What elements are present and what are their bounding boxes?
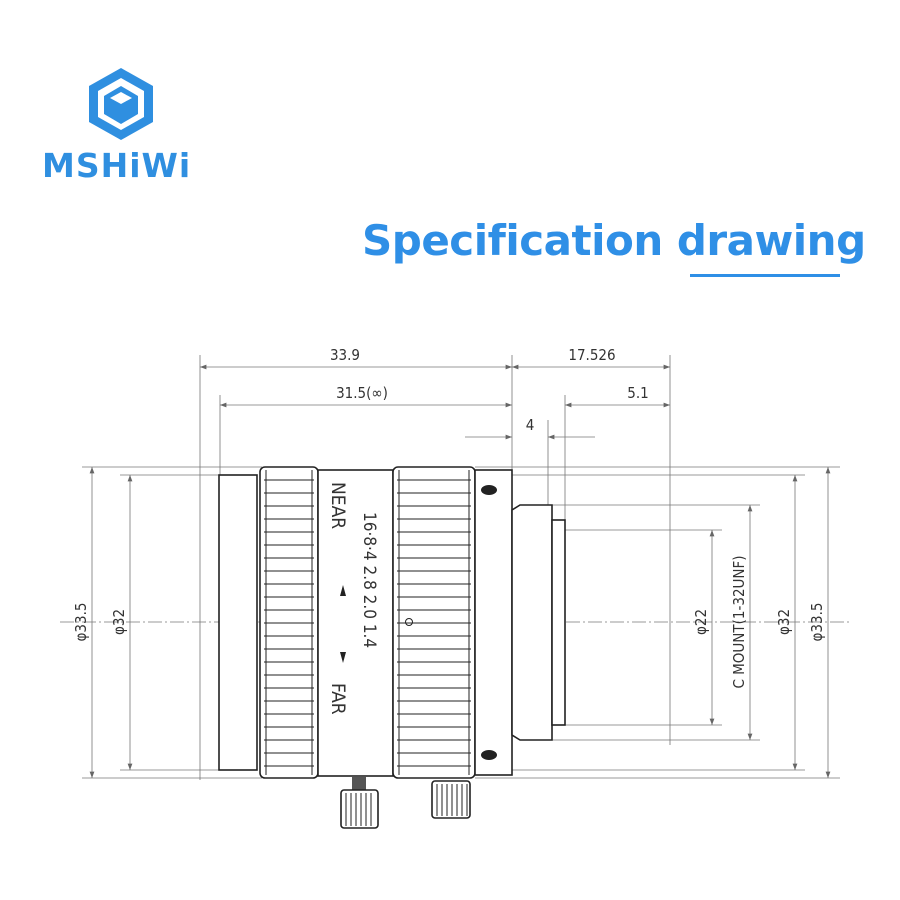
- flange: [474, 469, 513, 776]
- far-label: FAR: [327, 683, 349, 715]
- near-label: NEAR: [327, 482, 349, 529]
- brand-logo-icon: [89, 68, 153, 140]
- scale-band: [317, 469, 394, 777]
- mount: [511, 504, 553, 741]
- front-cap: [218, 474, 258, 771]
- dim-right-inner-dia: φ32: [775, 609, 793, 635]
- dimension-lines: [89, 364, 831, 778]
- dimension-labels: 33.9 17.526 31.5(∞) 5.1 4 φ33.5 φ32 φ22 …: [72, 346, 826, 689]
- lens-body: [218, 466, 566, 829]
- extension-lines: [60, 355, 850, 780]
- dim-mount-label: C MOUNT(1-32UNF): [730, 555, 748, 688]
- aperture-scale: 16·8·4 2.8 2.0 1.4: [359, 512, 379, 648]
- dim-right-outer-dia: φ33.5: [808, 603, 826, 642]
- page-title: Specification drawing: [362, 216, 866, 265]
- dim-rear-dia: φ22: [692, 609, 710, 635]
- focus-lock-stem: [352, 777, 366, 791]
- screw-icon: [481, 750, 497, 760]
- near-arrow-icon: [340, 585, 346, 596]
- dim-left-inner-dia: φ32: [110, 609, 128, 635]
- iris-lock-knob: [431, 780, 471, 819]
- dim-left-outer-dia: φ33.5: [72, 603, 90, 642]
- lens-markings: NEAR 16·8·4 2.8 2.0 1.4 FAR: [327, 482, 379, 715]
- brand-name: MSHiWi: [42, 146, 192, 185]
- dim-length-infinity: 31.5(∞): [336, 384, 388, 402]
- dim-mount-depth: 5.1: [627, 384, 648, 402]
- screw-icon: [481, 485, 497, 495]
- focus-lock-knob: [340, 789, 379, 829]
- title-underline: [690, 274, 840, 277]
- dim-thread-length: 4: [526, 416, 535, 434]
- far-arrow-icon: [340, 652, 346, 663]
- mount-thread: [551, 519, 566, 726]
- index-mark: [405, 618, 413, 626]
- dim-overall-length: 33.9: [330, 346, 360, 364]
- dim-flange-back: 17.526: [568, 346, 615, 364]
